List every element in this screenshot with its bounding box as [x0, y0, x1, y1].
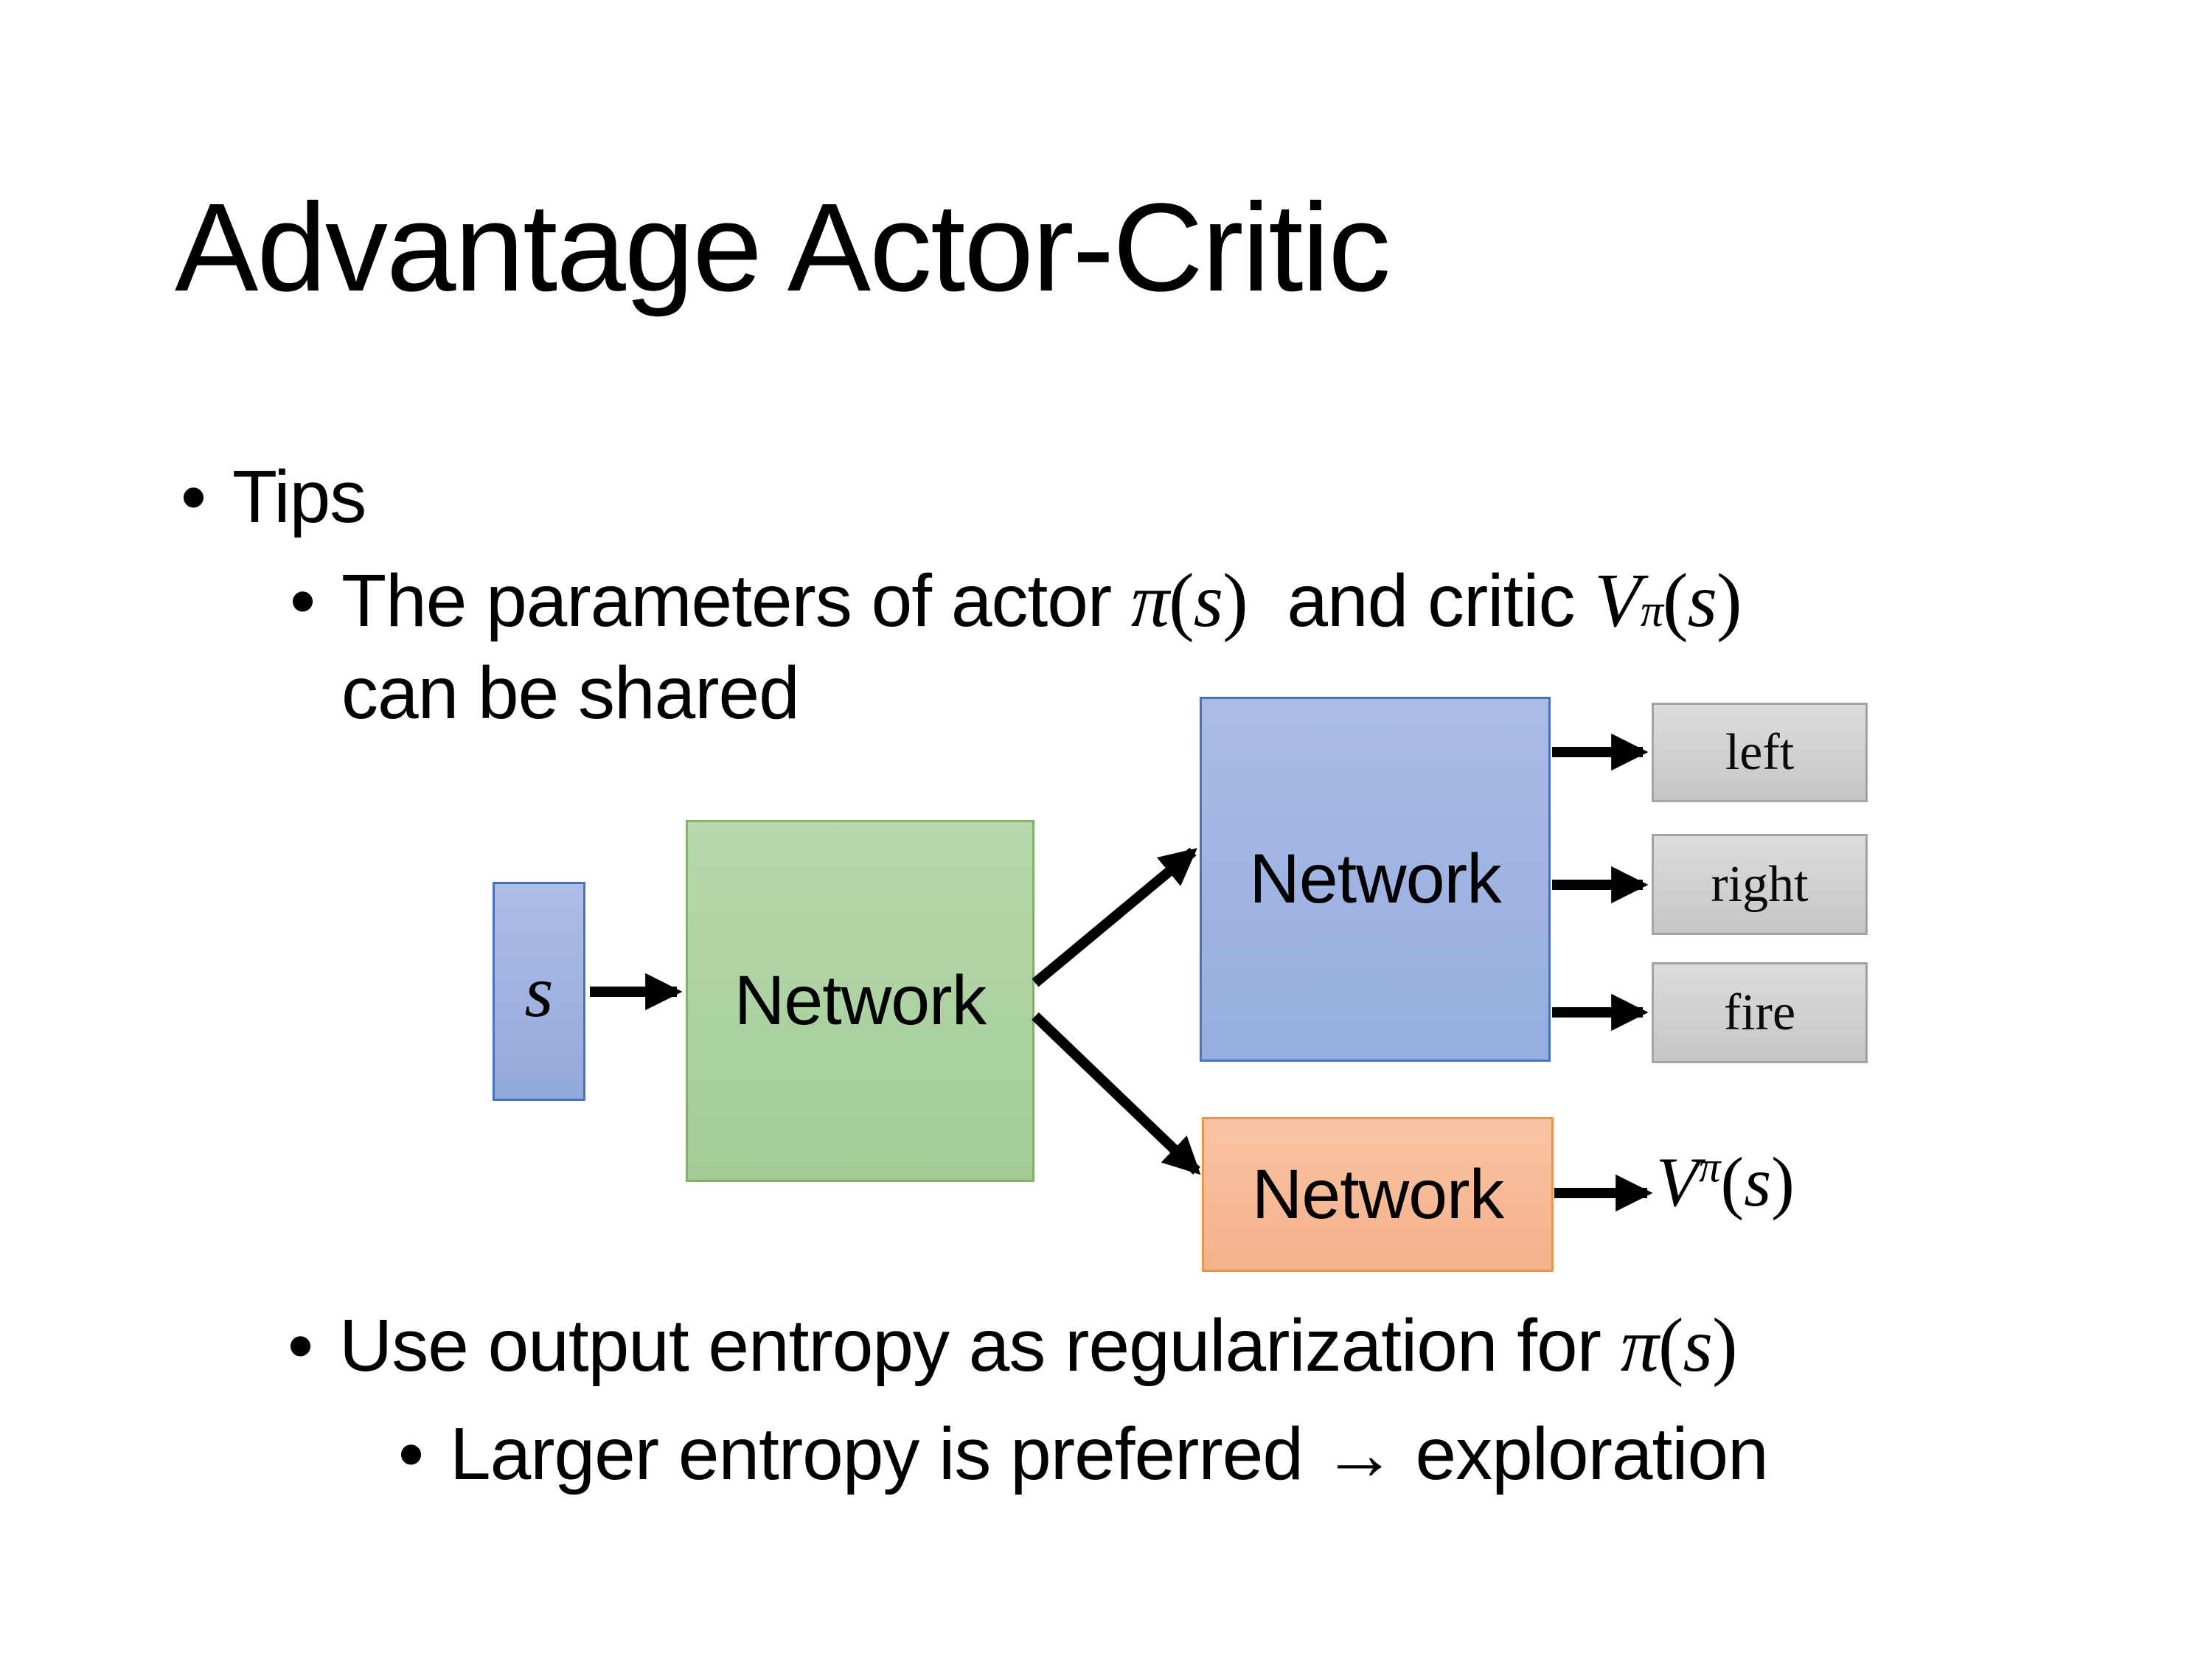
bullet-marker: • [181, 456, 206, 538]
bullet-marker: • [288, 1304, 313, 1387]
state-input-box: s [493, 882, 585, 1101]
shared-network-label: Network [734, 961, 987, 1040]
math-s: s [1683, 1303, 1713, 1388]
math-sup-pi: π [1640, 586, 1663, 636]
state-label: s [524, 950, 554, 1032]
larger-entropy-text: Larger entropy is preferred [450, 1413, 1323, 1495]
math-pi: π [1620, 1303, 1659, 1388]
actor-network-label: Network [1249, 840, 1501, 918]
math-open-paren: ( [1720, 1143, 1745, 1221]
math-V: V [1656, 1143, 1700, 1221]
math-s: s [1687, 558, 1717, 643]
action-box-left: left [1652, 703, 1868, 802]
bullet-shared-params-line1: •The parameters of actor π(s) and critic… [290, 554, 1742, 658]
action-box-fire: fire [1652, 962, 1868, 1063]
math-open-paren: ( [1658, 1303, 1684, 1388]
math-V: V [1594, 558, 1641, 643]
math-s: s [1744, 1143, 1772, 1221]
math-sup-pi: π [1699, 1143, 1721, 1192]
math-close-paren: ) [1222, 558, 1248, 643]
shared-params-text: The parameters of actor [341, 560, 1131, 642]
math-close-paren: ) [1771, 1143, 1795, 1221]
action-label-right: right [1711, 855, 1809, 913]
bullet-tips-label: Tips [232, 456, 366, 538]
entropy-text: Use output entropy as regularization for [339, 1304, 1621, 1387]
critic-network-box: Network [1202, 1117, 1554, 1272]
shared-network-box: Network [686, 820, 1034, 1182]
bullet-larger-entropy: • Larger entropy is preferred → explorati… [398, 1408, 1769, 1500]
math-close-paren: ) [1712, 1303, 1738, 1388]
shared-params-line2-text: can be shared [341, 652, 800, 734]
bullet-tips: • Tips [181, 451, 366, 543]
math-pi: π [1130, 558, 1169, 643]
action-label-fire: fire [1723, 984, 1796, 1041]
actor-network-box: Network [1200, 697, 1551, 1062]
math-open-paren: ( [1662, 558, 1688, 643]
exploration-text: exploration [1395, 1413, 1769, 1495]
math-s: s [1193, 558, 1223, 643]
bullet-marker: • [398, 1413, 424, 1495]
action-box-right: right [1652, 834, 1868, 935]
bullet-marker: • [290, 560, 316, 642]
action-label-left: left [1725, 723, 1795, 781]
slide-title: Advantage Actor-Critic [175, 178, 1391, 318]
critic-value-output: Vπ(s) [1656, 1141, 1795, 1304]
arrow-shared-to-critic-network [1032, 1012, 1201, 1175]
bullet-shared-params-line2: can be shared [341, 647, 800, 740]
math-close-paren: ) [1717, 558, 1742, 643]
bullet-entropy-regularization: • Use output entropy as regularization fo… [288, 1299, 1738, 1392]
rightwards-arrow-glyph: → [1322, 1413, 1397, 1495]
critic-network-label: Network [1251, 1155, 1504, 1234]
arrow-shared-to-actor-network [1032, 847, 1197, 987]
math-open-paren: ( [1169, 558, 1194, 643]
shared-params-text-mid: and critic [1247, 560, 1595, 642]
